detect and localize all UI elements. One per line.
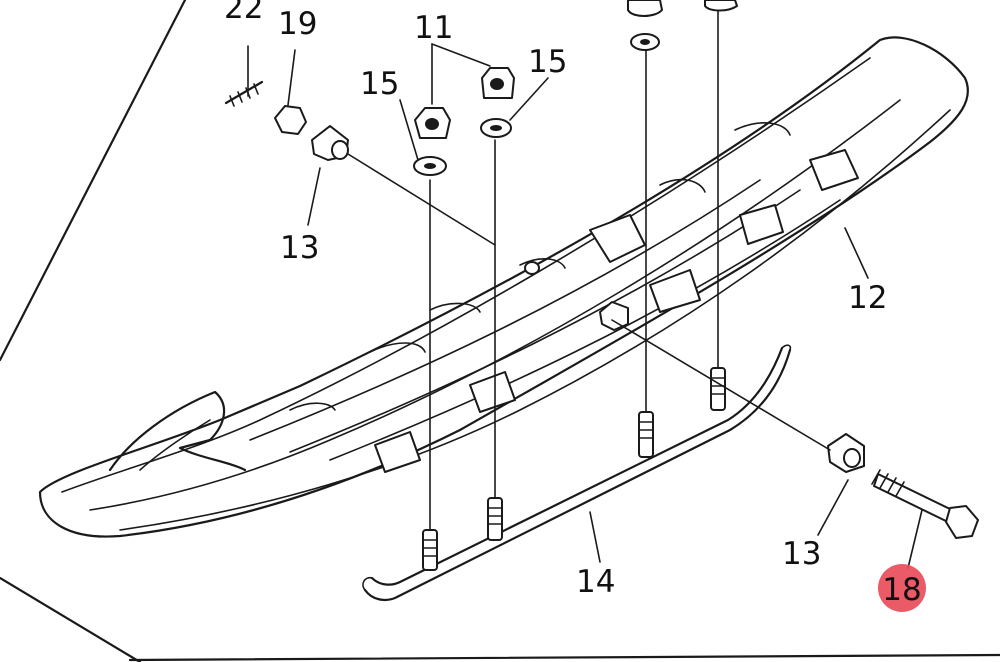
callout-14: 14 <box>576 564 615 600</box>
page-border-left <box>0 0 187 362</box>
highlight-marker[interactable] <box>878 564 926 612</box>
fasteners <box>224 0 979 539</box>
callout-19: 19 <box>278 6 317 42</box>
callout-11: 11 <box>414 10 453 46</box>
callout-13-bottom: 13 <box>782 536 821 572</box>
callout-13-top: 13 <box>280 230 319 266</box>
studs <box>422 367 726 571</box>
callout-18[interactable]: 18 <box>882 572 921 608</box>
stud-lines <box>429 4 719 541</box>
page-border-base <box>128 653 1000 662</box>
callout-12: 12 <box>848 280 887 316</box>
callout-22: 22 <box>224 0 263 26</box>
page-border-bottom <box>0 576 142 662</box>
leader-lines <box>247 43 923 569</box>
callout-15-right: 15 <box>528 44 567 80</box>
ski-body <box>38 36 969 538</box>
callout-15-left: 15 <box>360 66 399 102</box>
wear-bar <box>362 344 792 601</box>
